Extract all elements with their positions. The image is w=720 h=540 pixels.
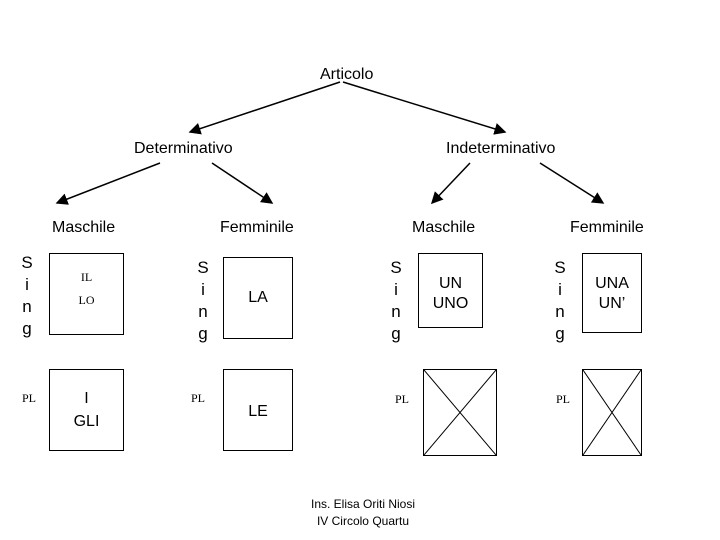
ind-f-sing-label: S i n g: [554, 258, 566, 343]
arrow-det-maschile: [55, 162, 161, 205]
root-label: Articolo: [320, 66, 374, 83]
cross-icon: [583, 370, 641, 455]
det-femminile-label: Femminile: [220, 219, 294, 236]
indeterminativo-label: Indeterminativo: [446, 140, 556, 157]
det-m-singular-cell: IL LO: [49, 253, 124, 335]
ind-m-sing-uno: UNO: [432, 295, 469, 312]
arrow-ind-maschile: [430, 162, 471, 205]
ind-m-sing-un: UN: [438, 275, 463, 292]
det-f-sing-la: LA: [248, 289, 268, 306]
footer-author: Ins. Elisa Oriti Niosi: [310, 497, 416, 511]
det-m-sing-label: S i n g: [21, 253, 33, 338]
det-f-plur-le: LE: [248, 403, 268, 420]
arrow-articolo-determinativo: [188, 81, 341, 135]
ind-f-sing-una: UNA: [595, 275, 629, 292]
det-m-plur-i: I: [84, 390, 89, 407]
det-m-sing-il: IL: [80, 270, 93, 284]
ind-f-plural-empty-cell: [582, 369, 642, 456]
ind-m-plural-label: PL: [395, 392, 410, 406]
det-m-plural-cell: I GLI: [49, 369, 124, 451]
footer-school: IV Circolo Quartu: [316, 514, 410, 528]
det-m-sing-lo: LO: [78, 293, 95, 307]
ind-maschile-label: Maschile: [412, 219, 476, 236]
det-f-singular-cell: LA: [223, 257, 293, 339]
ind-m-plural-empty-cell: [423, 369, 497, 456]
ind-m-singular-cell: UN UNO: [418, 253, 483, 328]
det-f-plural-label: PL: [191, 391, 206, 405]
det-maschile-label: Maschile: [52, 219, 116, 236]
ind-f-plural-label: PL: [556, 392, 571, 406]
det-m-plural-label: PL: [22, 391, 37, 405]
det-f-sing-label: S i n g: [197, 258, 209, 343]
ind-m-sing-label: S i n g: [390, 258, 402, 343]
ind-f-singular-cell: UNA UN’: [582, 253, 642, 333]
arrow-articolo-indeterminativo: [342, 81, 507, 135]
det-f-plural-cell: LE: [223, 369, 293, 451]
det-m-plur-gli: GLI: [73, 413, 100, 430]
determinativo-label: Determinativo: [134, 140, 233, 157]
ind-f-sing-un-apos: UN’: [598, 295, 626, 312]
arrow-det-femminile: [211, 162, 274, 204]
ind-femminile-label: Femminile: [570, 219, 644, 236]
arrow-ind-femminile: [539, 162, 605, 204]
cross-icon: [424, 370, 496, 455]
